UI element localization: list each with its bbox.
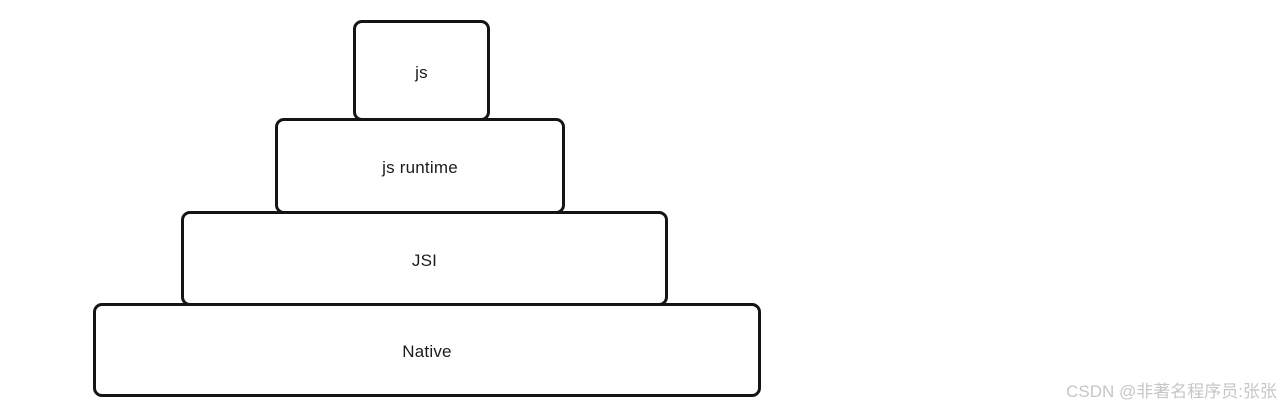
layer-box-js-runtime: js runtime [275,118,565,214]
layer-box-jsi: JSI [181,211,668,306]
layer-label-js: js [415,62,428,82]
layer-box-native: Native [93,303,761,397]
csdn-watermark: CSDN @非著名程序员:张张 [1066,382,1277,401]
layer-box-js: js [353,20,490,121]
layer-label-jsi: JSI [411,250,438,270]
layer-label-js-runtime: js runtime [382,158,458,177]
layer-label-native: Native [402,342,452,361]
